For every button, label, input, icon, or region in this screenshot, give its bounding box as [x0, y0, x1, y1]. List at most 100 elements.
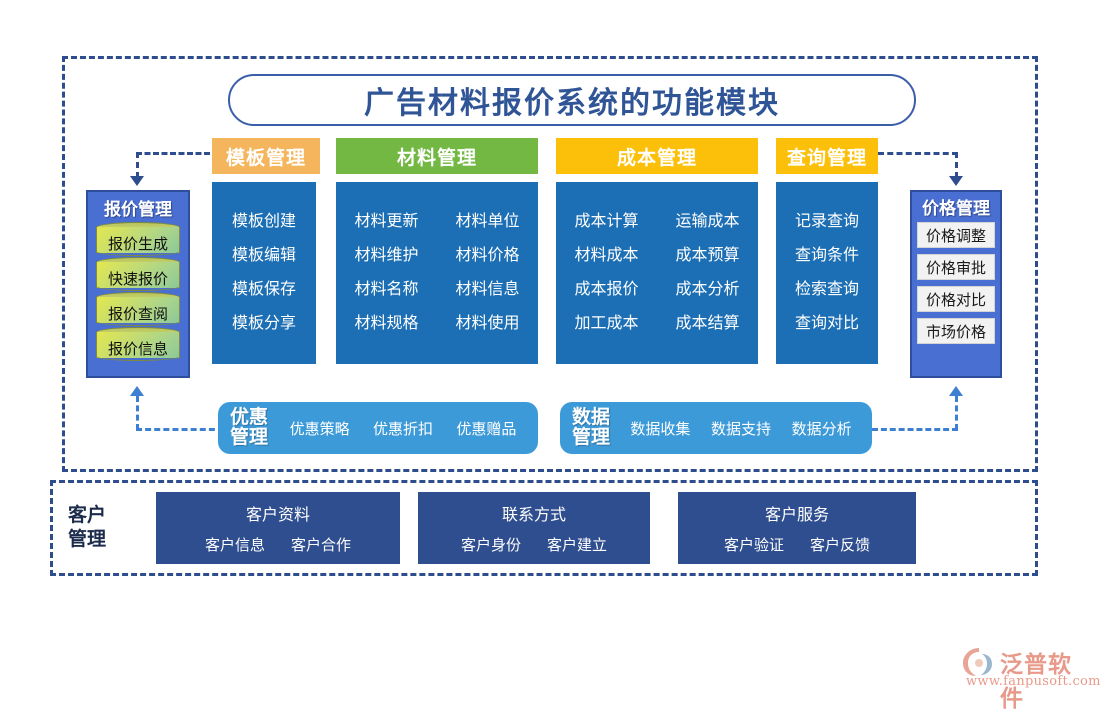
customer-item[interactable]: 客户信息 [204, 537, 265, 554]
column-item[interactable]: 加工成本 [574, 315, 639, 332]
column-header-material[interactable]: 材料管理 [336, 138, 538, 174]
column-item[interactable]: 检索查询 [794, 281, 859, 298]
data-item[interactable]: 数据分析 [791, 420, 852, 438]
customer-box-title: 联系方式 [501, 507, 566, 524]
customer-box-title: 客户服务 [764, 507, 829, 524]
customer-dashed-frame [50, 480, 1038, 576]
column-cost-items-right: 运输成本 成本预算 成本分析 成本结算 [657, 182, 758, 364]
customer-item[interactable]: 客户反馈 [810, 537, 871, 554]
column-header-template[interactable]: 模板管理 [212, 138, 320, 174]
promotion-item[interactable]: 优惠策略 [289, 420, 350, 438]
column-item[interactable]: 材料使用 [455, 315, 520, 332]
data-management-pill[interactable]: 数据 管理 数据收集 数据支持 数据分析 [560, 402, 872, 454]
connector-template-to-quote-arrow [130, 176, 144, 186]
column-item[interactable]: 材料维护 [354, 247, 419, 264]
column-cost-items-left: 成本计算 材料成本 成本报价 加工成本 [556, 182, 657, 364]
price-chip[interactable]: 价格审批 [917, 254, 995, 280]
column-item[interactable]: 材料价格 [455, 247, 520, 264]
quote-cylinder-label: 快速报价 [107, 270, 168, 288]
column-query-items: 记录查询 查询条件 检索查询 查询对比 [776, 182, 878, 364]
promotion-item[interactable]: 优惠赠品 [456, 420, 517, 438]
promotion-item[interactable]: 优惠折扣 [372, 420, 433, 438]
customer-item[interactable]: 客户建立 [547, 537, 608, 554]
column-body-material: 材料更新 材料维护 材料名称 材料规格 材料单位 材料价格 材料信息 材料使用 [336, 182, 538, 364]
column-item[interactable]: 材料规格 [354, 315, 419, 332]
column-item[interactable]: 模板编辑 [231, 247, 296, 264]
customer-box-title: 客户资料 [245, 507, 310, 524]
customer-label-line2: 管理 [68, 529, 107, 550]
data-item[interactable]: 数据支持 [710, 420, 771, 438]
promotion-management-title: 优惠 管理 [230, 408, 274, 448]
column-item[interactable]: 查询条件 [794, 247, 859, 264]
column-header-query-label: 查询管理 [786, 147, 867, 169]
column-header-query[interactable]: 查询管理 [776, 138, 878, 174]
quote-management-title: 报价管理 [104, 200, 172, 219]
column-material-items-left: 材料更新 材料维护 材料名称 材料规格 [336, 182, 437, 364]
customer-label-line1: 客户 [68, 505, 107, 527]
column-item[interactable]: 模板创建 [231, 213, 296, 230]
price-management-panel[interactable]: 价格管理 价格调整 价格审批 价格对比 市场价格 [910, 190, 1002, 378]
column-item[interactable]: 查询对比 [794, 315, 859, 332]
customer-item[interactable]: 客户身份 [460, 537, 521, 554]
promotion-title-line1: 优惠 [230, 407, 269, 429]
column-template-items: 模板创建 模板编辑 模板保存 模板分享 [212, 182, 316, 364]
connector-data-to-price-v [955, 396, 958, 430]
column-item[interactable]: 模板分享 [231, 315, 296, 332]
data-title-line1: 数据 [572, 407, 611, 429]
column-item[interactable]: 成本分析 [675, 281, 740, 298]
column-header-cost-label: 成本管理 [616, 147, 697, 169]
diagram-title-text: 广告材料报价系统的功能模块 [364, 86, 780, 121]
quote-cylinder-label: 报价生成 [107, 235, 168, 253]
column-item[interactable]: 模板保存 [231, 281, 296, 298]
column-item[interactable]: 成本计算 [574, 213, 639, 230]
column-body-template: 模板创建 模板编辑 模板保存 模板分享 [212, 182, 316, 364]
price-management-title: 价格管理 [922, 199, 990, 218]
quote-cylinder-2[interactable]: 快速报价 [96, 257, 180, 291]
column-item[interactable]: 材料信息 [455, 281, 520, 298]
customer-item[interactable]: 客户合作 [291, 537, 352, 554]
quote-cylinder-4[interactable]: 报价信息 [96, 327, 180, 361]
quote-cylinder-label: 报价信息 [107, 340, 168, 358]
quote-cylinder-1[interactable]: 报价生成 [96, 222, 180, 256]
column-header-template-label: 模板管理 [225, 147, 306, 169]
quote-management-panel[interactable]: 报价管理 报价生成 快速报价 报价查阅 报价信息 [86, 190, 190, 378]
brand-logo: 泛普软件 www.fanpusoft.com [962, 645, 1100, 712]
connector-promo-to-quote-h [136, 428, 224, 431]
column-material-items-right: 材料单位 材料价格 材料信息 材料使用 [437, 182, 538, 364]
column-item[interactable]: 成本预算 [675, 247, 740, 264]
column-item[interactable]: 材料名称 [354, 281, 419, 298]
column-item[interactable]: 材料更新 [354, 213, 419, 230]
main-dashed-frame [62, 56, 1038, 472]
connector-promo-to-quote-arrow [130, 386, 144, 396]
column-item[interactable]: 材料单位 [455, 213, 520, 230]
column-item[interactable]: 成本结算 [675, 315, 740, 332]
fanpu-logo-icon [962, 647, 996, 677]
column-header-material-label: 材料管理 [396, 147, 477, 169]
customer-box-contact[interactable]: 联系方式 客户身份 客户建立 [418, 492, 650, 564]
customer-box-items: 客户验证 客户反馈 [724, 534, 870, 555]
data-items: 数据收集 数据支持 数据分析 [616, 418, 872, 439]
column-item[interactable]: 记录查询 [794, 213, 859, 230]
data-item[interactable]: 数据收集 [630, 420, 691, 438]
price-chip[interactable]: 价格调整 [917, 222, 995, 248]
customer-management-label: 客户 管理 [68, 498, 148, 558]
column-body-cost: 成本计算 材料成本 成本报价 加工成本 运输成本 成本预算 成本分析 成本结算 [556, 182, 758, 364]
column-item[interactable]: 运输成本 [675, 213, 740, 230]
diagram-title: 广告材料报价系统的功能模块 [228, 74, 916, 126]
customer-box-profile[interactable]: 客户资料 客户信息 客户合作 [156, 492, 400, 564]
column-header-cost[interactable]: 成本管理 [556, 138, 758, 174]
brand-url: www.fanpusoft.com [966, 674, 1100, 689]
price-chip[interactable]: 市场价格 [917, 318, 995, 344]
customer-item[interactable]: 客户验证 [723, 537, 784, 554]
customer-box-service[interactable]: 客户服务 客户验证 客户反馈 [678, 492, 916, 564]
price-chip[interactable]: 价格对比 [917, 286, 995, 312]
promotion-management-pill[interactable]: 优惠 管理 优惠策略 优惠折扣 优惠赠品 [218, 402, 538, 454]
column-item[interactable]: 成本报价 [574, 281, 639, 298]
column-item[interactable]: 材料成本 [574, 247, 639, 264]
cylinder-bottom [96, 247, 180, 256]
cylinder-bottom [96, 317, 180, 326]
quote-cylinder-3[interactable]: 报价查阅 [96, 292, 180, 326]
customer-box-items: 客户身份 客户建立 [461, 534, 607, 555]
cylinder-bottom [96, 352, 180, 361]
